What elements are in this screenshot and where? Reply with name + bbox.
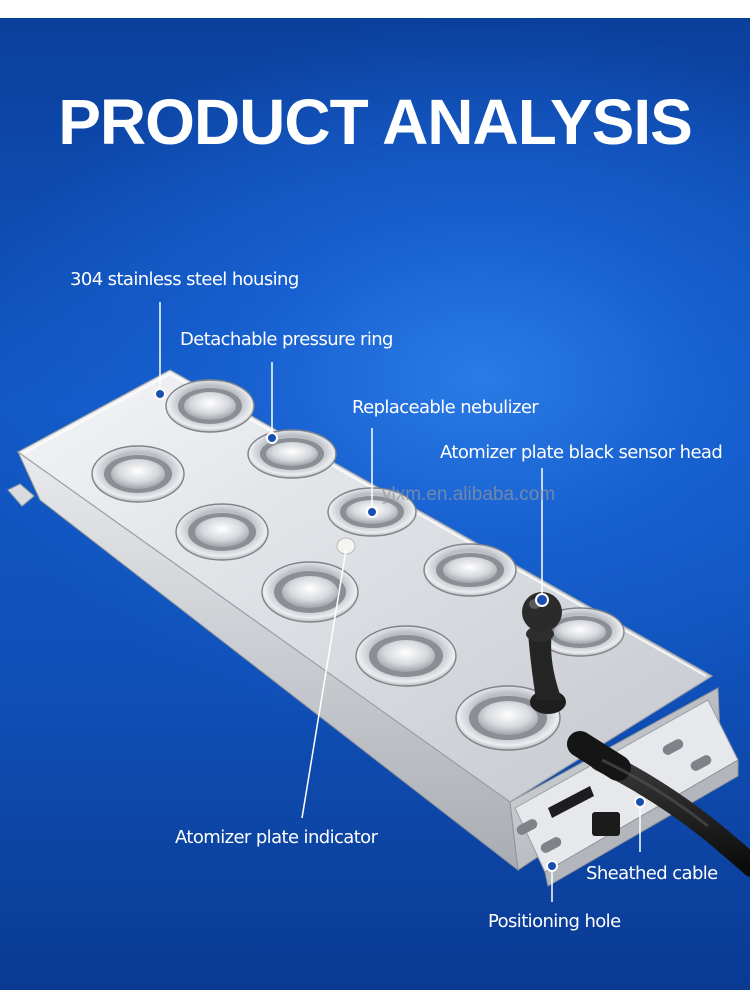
sensor-head-callout-dot [535, 593, 549, 607]
page-title: PRODUCT ANALYSIS [58, 86, 693, 158]
sensor-head-label: Atomizer plate black sensor head [440, 442, 723, 463]
nebulizer-callout-dot [366, 506, 378, 518]
pressure-ring-callout-dot [266, 432, 278, 444]
callout-dots [154, 388, 646, 872]
positioning-hole-callout-dot [546, 860, 558, 872]
sensor-head [522, 592, 566, 714]
nebulizer-rings [91, 379, 625, 751]
sheathed-cable [567, 731, 750, 877]
nebulizer-label: Replaceable nebulizer [352, 397, 539, 418]
cable-label: Sheathed cable [586, 863, 718, 884]
pressure-ring-label: Detachable pressure ring [180, 329, 393, 350]
housing-callout-dot [154, 388, 166, 400]
top-white-strip [0, 0, 750, 18]
watermark: ylxm.en.alibaba.com [382, 484, 556, 505]
housing-label: 304 stainless steel housing [70, 269, 299, 290]
cable-callout-dot [634, 796, 646, 808]
indicator-label: Atomizer plate indicator [175, 827, 378, 848]
positioning-hole-label: Positioning hole [488, 911, 621, 932]
